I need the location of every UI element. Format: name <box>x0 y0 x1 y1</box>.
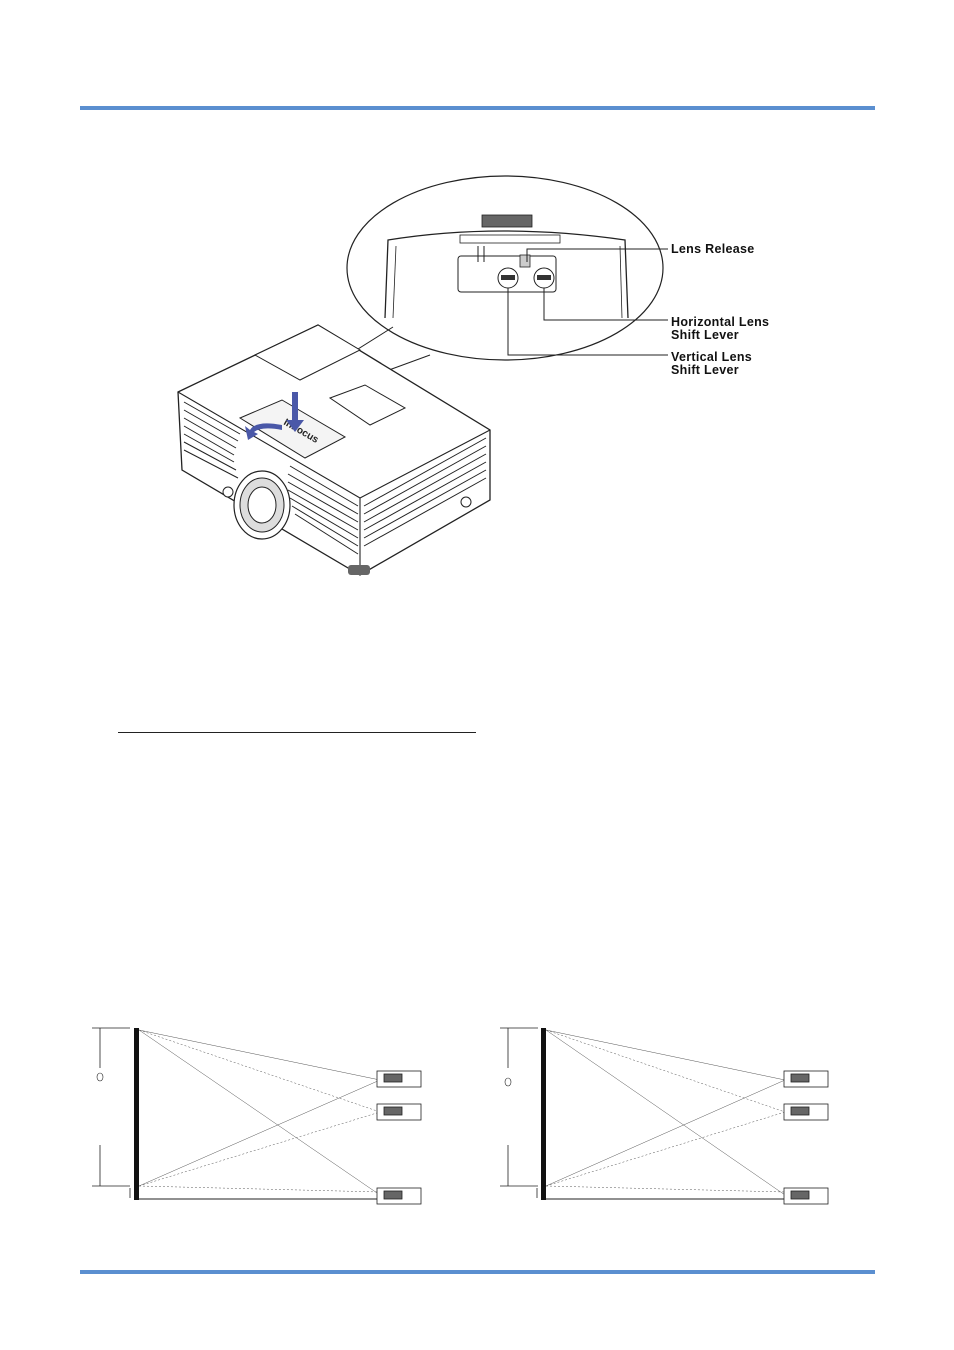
screen <box>134 1028 139 1200</box>
screen <box>541 1028 546 1200</box>
lens-release-label: Lens Release <box>671 242 755 256</box>
push-arrow <box>286 392 304 432</box>
projector-icon <box>376 1070 422 1205</box>
header-rule <box>80 106 875 110</box>
footer-rule <box>80 1270 875 1274</box>
section-underline <box>118 732 476 733</box>
projector-icon <box>783 1070 829 1205</box>
rotate-arrow <box>245 423 282 440</box>
